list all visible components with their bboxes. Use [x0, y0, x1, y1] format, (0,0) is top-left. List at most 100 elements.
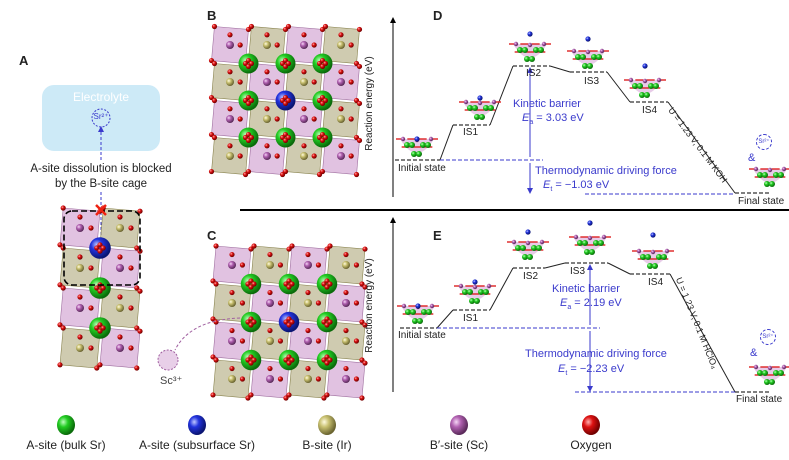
- oxygen-atom: [301, 32, 307, 38]
- oxygen-atom: [239, 338, 246, 344]
- oxygen-atom: [60, 285, 66, 291]
- oxygen-atom: [289, 243, 295, 249]
- sc-atom: [571, 48, 577, 54]
- sc-atom: [525, 240, 531, 246]
- oxygen-atom: [94, 325, 100, 331]
- bulk-sr-atom: [637, 83, 643, 89]
- bulk-sr-atom: [769, 379, 775, 385]
- state-label-2: IS2: [523, 271, 539, 282]
- oxygen-atom: [343, 251, 349, 258]
- oxygen-atom: [286, 392, 292, 398]
- sc-atom: [477, 100, 483, 106]
- sc-atom: [767, 365, 773, 371]
- sc-atom: [266, 375, 274, 383]
- bulk-sr-atom: [536, 245, 542, 251]
- sc-atom: [266, 299, 274, 307]
- sc-atom: [116, 344, 124, 352]
- transition-line: [436, 309, 454, 329]
- electrolyte-label: Electrolyte: [72, 90, 130, 104]
- sc-atom: [585, 49, 591, 55]
- bulk-sr-atom: [472, 105, 478, 111]
- subsurface-sr-atom: [89, 237, 111, 259]
- oxygen-atom: [213, 281, 219, 287]
- bulk-sr-atom: [524, 56, 530, 62]
- oxygen-atom: [237, 116, 243, 122]
- crystal-structure-b: [208, 23, 363, 178]
- bulk-sr-atom: [312, 127, 333, 148]
- sc-atom: [300, 115, 308, 123]
- oxygen-atom: [134, 245, 140, 251]
- oxygen-atom: [324, 392, 330, 398]
- bulk-sr-atom: [238, 53, 259, 74]
- dissolution-caption-line1: A-site dissolution is blocked: [30, 163, 172, 175]
- oxygen-atom: [264, 32, 270, 38]
- oxygen-atom: [356, 63, 363, 70]
- bulk-sr-atom: [584, 249, 590, 255]
- oxygen-atom: [94, 285, 100, 291]
- bulk-sr-atom: [420, 142, 426, 148]
- bulk-sr-atom: [412, 318, 418, 324]
- subsurface-sr-atom: [525, 229, 531, 235]
- oxygen-atom: [117, 294, 123, 300]
- d-ea-value: Ea = 3.03 eV: [522, 112, 584, 127]
- bulk-sr-atom: [575, 54, 581, 60]
- oxygen-atom: [227, 69, 233, 75]
- oxygen-atom: [305, 251, 311, 258]
- oxygen-atom: [128, 345, 134, 351]
- bulk-sr-atom: [410, 309, 416, 315]
- oxygen-atom: [245, 168, 252, 175]
- transition-line: [549, 65, 571, 73]
- oxygen-atom: [282, 168, 289, 175]
- oxygen-atom: [274, 116, 280, 122]
- bulk-sr-atom: [656, 254, 662, 260]
- oxygen-atom: [322, 23, 329, 30]
- oxygen-atom: [251, 357, 257, 363]
- sr-ion-label: Sr²⁺: [93, 112, 109, 121]
- oxygen-atom: [285, 60, 292, 67]
- sc-atom: [628, 77, 634, 83]
- sc-atom: [76, 224, 84, 232]
- oxygen-atom: [248, 392, 254, 398]
- sc-atom: [401, 303, 407, 309]
- oxygen-atom: [315, 262, 322, 268]
- bulk-sr-atom: [469, 298, 475, 304]
- bulk-sr-atom: [416, 151, 422, 157]
- sc-atom: [342, 299, 350, 307]
- oxygen-atom: [60, 325, 66, 331]
- sc-atom: [527, 42, 533, 48]
- sc-ion-circle: [157, 349, 179, 371]
- state-label-4: IS4: [648, 277, 664, 288]
- panel-label-a: A: [19, 53, 29, 68]
- oxygen-atom: [338, 69, 344, 75]
- oxygen-atom: [362, 284, 368, 290]
- bulk-sr-atom: [522, 254, 528, 260]
- ir-atom: [300, 78, 308, 86]
- sc-leaching-path: [174, 317, 241, 351]
- bulk-sr-atom: [580, 54, 586, 60]
- ir-atom: [76, 344, 84, 352]
- oxygen-atom: [100, 325, 106, 331]
- bulk-sr-atom: [425, 142, 431, 148]
- oxygen-atom: [210, 392, 216, 398]
- sc-atom: [513, 41, 519, 47]
- oxygen-atom: [128, 305, 134, 311]
- oxygen-atom: [211, 134, 218, 141]
- oxygen-atom: [94, 245, 100, 251]
- bulk-sr-atom: [89, 317, 111, 339]
- state-label-2: IS2: [526, 68, 542, 79]
- bulk-sr-atom: [474, 298, 480, 304]
- oxygen-atom: [211, 97, 218, 104]
- oxygen-atom: [343, 365, 349, 372]
- sc-atom: [300, 41, 308, 49]
- oxygen-atom: [285, 134, 292, 141]
- oxygen-atom: [353, 376, 360, 382]
- oxygen-atom: [134, 365, 140, 371]
- sc-atom: [511, 239, 517, 245]
- subsurface-sr-atom: [527, 31, 533, 37]
- legend-marker-0: [57, 415, 75, 435]
- sc-atom: [767, 167, 773, 173]
- oxygen-atom: [285, 23, 292, 30]
- panel-label-c: C: [207, 228, 217, 243]
- sc-atom: [337, 152, 345, 160]
- oxygen-atom: [137, 328, 143, 334]
